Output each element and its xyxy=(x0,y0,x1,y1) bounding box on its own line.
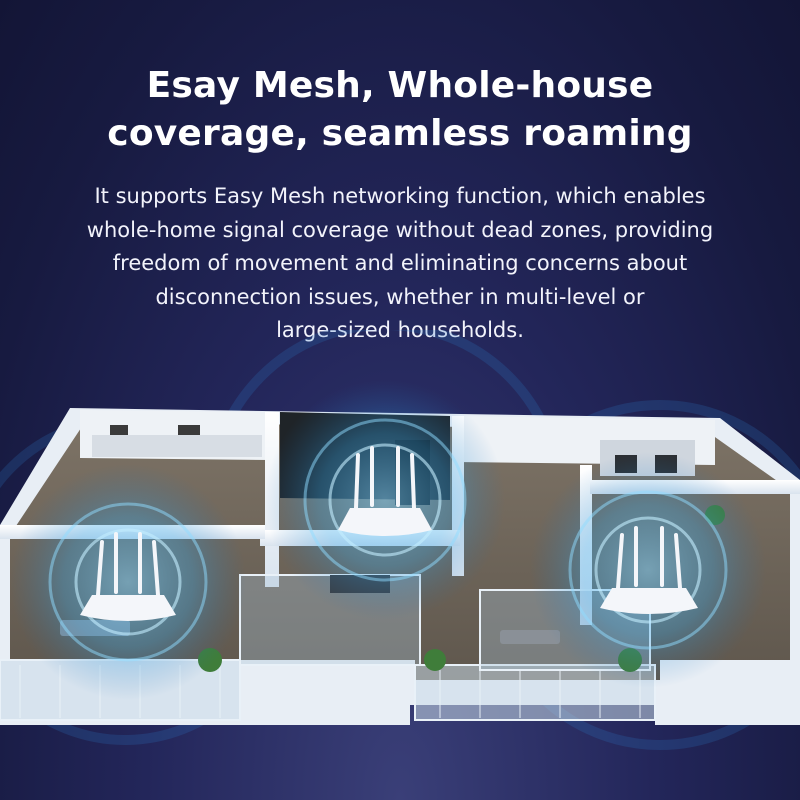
description: It supports Easy Mesh networking functio… xyxy=(40,180,760,348)
wifi-glow-areas xyxy=(10,380,766,700)
description-line-5: large-sized households. xyxy=(276,318,524,342)
description-line-2: whole-home signal coverage without dead … xyxy=(86,217,714,242)
headline: Esay Mesh, Whole-house coverage, seamles… xyxy=(0,62,800,158)
description-line-4: disconnection issues, whether in multi-l… xyxy=(155,284,645,309)
headline-line-2: coverage, seamless roaming xyxy=(107,113,693,154)
router-icon-left xyxy=(80,532,176,621)
description-line-3: freedom of movement and eliminating conc… xyxy=(112,251,688,275)
floor-plan-svg xyxy=(0,330,800,750)
house-illustration xyxy=(0,330,800,800)
headline-line-1: Esay Mesh, Whole-house xyxy=(146,65,654,106)
description-line-1: It supports Easy Mesh networking functio… xyxy=(94,184,706,208)
router-icon-right xyxy=(600,526,698,614)
router-icon-center xyxy=(338,446,432,536)
